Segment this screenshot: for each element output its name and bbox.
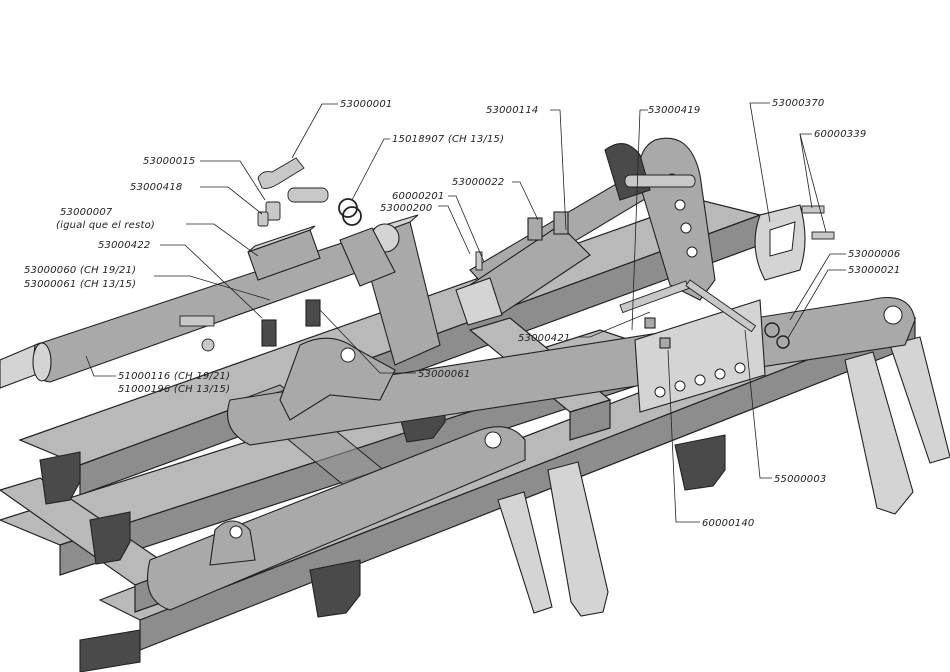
link-clamp bbox=[528, 218, 542, 240]
shank bbox=[498, 492, 552, 613]
label-53000022: 53000022 bbox=[452, 177, 505, 188]
label-51000196: 51000196 (CH 13/15) bbox=[118, 384, 230, 395]
tine-bracket bbox=[675, 435, 725, 490]
label-53000418: 53000418 bbox=[130, 182, 183, 193]
label-60000339: 60000339 bbox=[814, 129, 867, 140]
pin-bolt bbox=[180, 316, 214, 326]
label-53000370: 53000370 bbox=[772, 98, 825, 109]
fitting bbox=[258, 212, 268, 226]
label-53000007: 53000007 bbox=[60, 207, 113, 218]
shank bbox=[548, 462, 608, 616]
label-55000003: 55000003 bbox=[774, 474, 827, 485]
hex-nut bbox=[645, 318, 655, 328]
label-53000421: 53000421 bbox=[518, 333, 571, 344]
label-53000114: 53000114 bbox=[486, 105, 539, 116]
label-53000021: 53000021 bbox=[848, 265, 901, 276]
spring bbox=[306, 300, 320, 326]
label-53000061-ch: 53000061 (CH 13/15) bbox=[24, 279, 136, 290]
label-53000419: 53000419 bbox=[648, 105, 701, 116]
label-53000015: 53000015 bbox=[143, 156, 196, 167]
label-53000061: 53000061 bbox=[418, 369, 471, 380]
label-53000001: 53000001 bbox=[340, 99, 393, 110]
tine-bracket bbox=[310, 560, 360, 617]
label-53000007-note: (igual que el resto) bbox=[56, 220, 155, 231]
spring bbox=[262, 320, 276, 346]
cross-pin bbox=[625, 175, 695, 187]
label-53000006: 53000006 bbox=[848, 249, 901, 260]
label-60000140: 60000140 bbox=[702, 518, 755, 529]
elbow-fitting bbox=[258, 158, 304, 189]
adapter-fitting bbox=[288, 188, 328, 202]
tine-bracket bbox=[80, 630, 140, 672]
label-53000422: 53000422 bbox=[98, 240, 151, 251]
label-53000060: 53000060 (CH 19/21) bbox=[24, 265, 136, 276]
hex-nut bbox=[660, 338, 670, 348]
label-15018907: 15018907 (CH 13/15) bbox=[392, 134, 504, 145]
label-51000116: 51000116 (CH 19/21) bbox=[118, 371, 230, 382]
bolt bbox=[812, 232, 834, 239]
label-53000200: 53000200 bbox=[380, 203, 433, 214]
label-60000201: 60000201 bbox=[392, 191, 445, 202]
